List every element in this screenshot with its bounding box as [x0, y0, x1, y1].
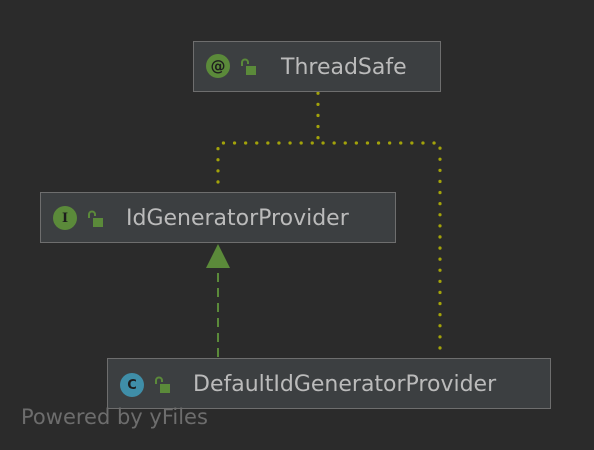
unlocked-icon	[155, 376, 170, 393]
implements-arrowhead	[206, 244, 230, 268]
annotation-badge-icon: @	[206, 54, 230, 78]
node-label: ThreadSafe	[281, 55, 407, 80]
unlocked-icon	[88, 210, 103, 227]
node-threadsafe[interactable]: @ ThreadSafe	[193, 41, 441, 92]
class-badge-icon: C	[120, 373, 144, 397]
yfiles-watermark: Powered by yFiles	[21, 405, 208, 429]
node-defaultidgeneratorprovider[interactable]: C DefaultIdGeneratorProvider	[107, 358, 551, 409]
interface-badge-icon: I	[53, 206, 77, 230]
unlocked-icon	[241, 58, 256, 75]
edge-idgeneratorprovider-threadsafe	[216, 90, 320, 184]
edge-defaultidgeneratorprovider-threadsafe	[316, 141, 442, 350]
node-label: IdGeneratorProvider	[126, 206, 349, 231]
node-label: DefaultIdGeneratorProvider	[193, 372, 497, 397]
node-idgeneratorprovider[interactable]: I IdGeneratorProvider	[40, 192, 396, 243]
